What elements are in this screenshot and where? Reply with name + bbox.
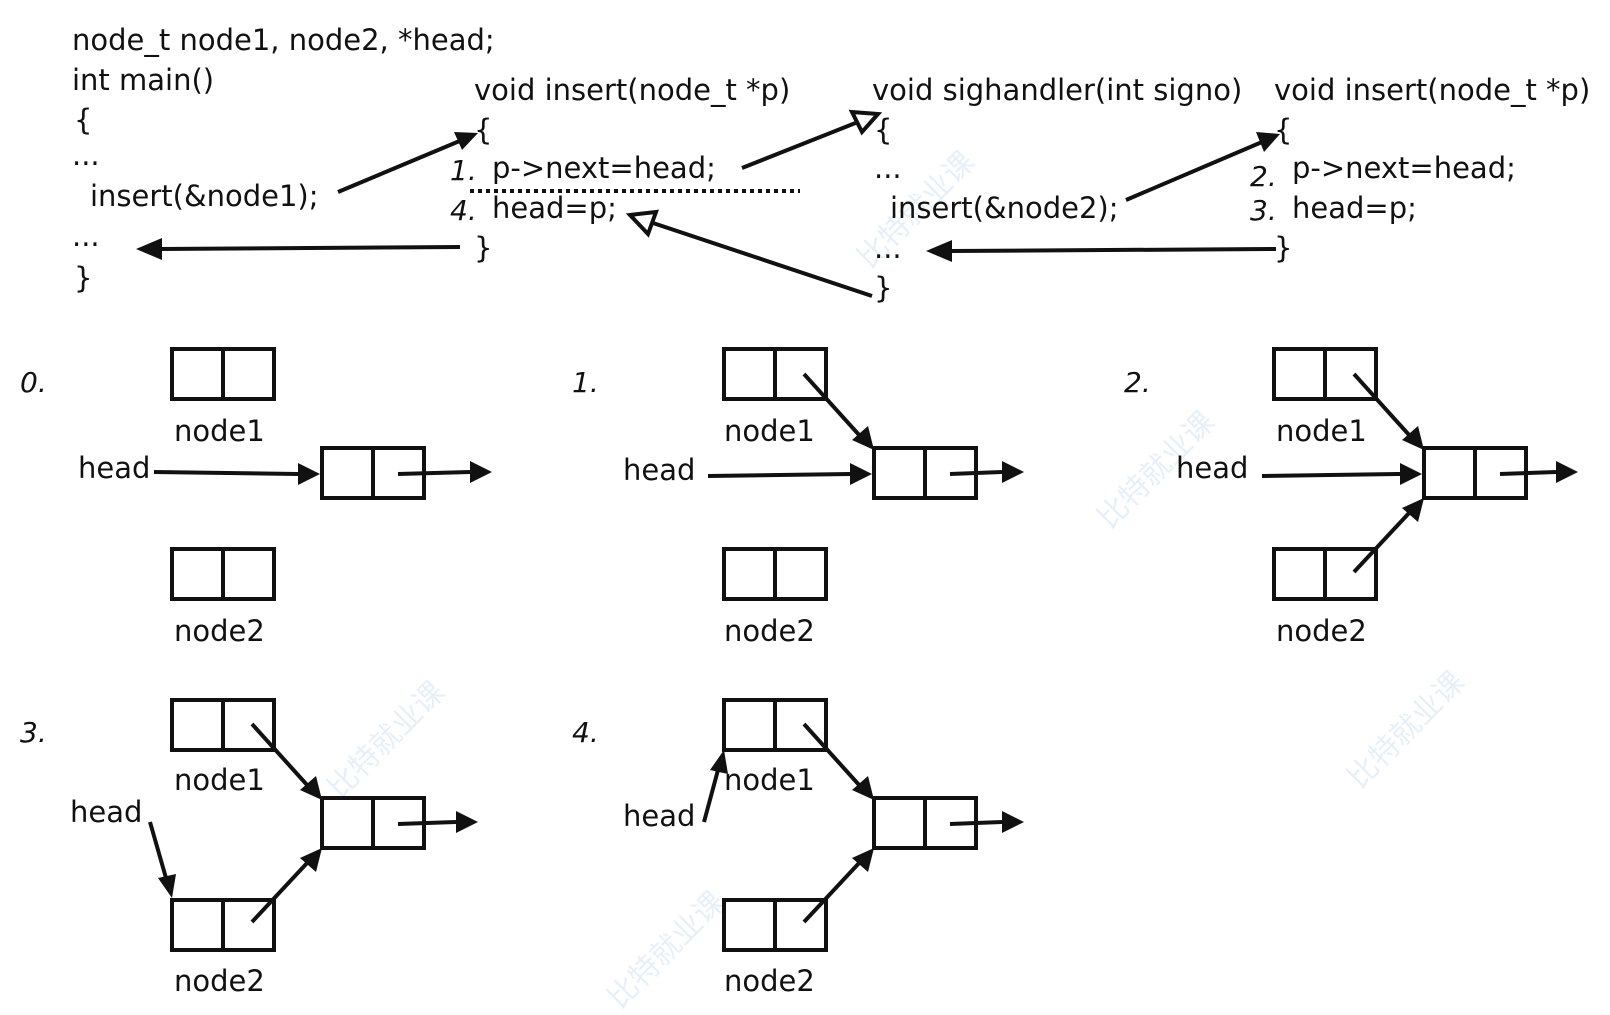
- node1-label: node1: [1276, 414, 1367, 448]
- code-line: p->next=head;: [492, 151, 716, 185]
- code-line: }: [1274, 231, 1292, 265]
- step-label: 1.: [572, 366, 599, 399]
- node2-label: node2: [724, 614, 815, 648]
- node2-label: node2: [724, 964, 815, 998]
- signal-return-arrow: [649, 220, 873, 298]
- code-line: }: [74, 261, 92, 295]
- code-line: {: [474, 113, 492, 147]
- head-label: head: [623, 799, 695, 833]
- arrowhead: [300, 776, 322, 800]
- step-number: 4.: [450, 194, 477, 227]
- arrowhead: [300, 848, 322, 872]
- step-number: 1.: [450, 154, 477, 187]
- code-line: ...: [874, 231, 902, 265]
- arrowhead: [456, 811, 478, 833]
- watermark-layer: 比特就业课 比特就业课 比特就业课 比特就业课 比特就业课: [321, 145, 1472, 1015]
- arrowhead: [454, 132, 478, 150]
- code-line: ...: [72, 219, 100, 253]
- state-step-2: 2. node1 head node2: [1124, 347, 1578, 648]
- arrowhead: [926, 240, 952, 262]
- arrowhead: [850, 463, 872, 485]
- arrowhead: [1402, 498, 1424, 522]
- arrowhead: [1002, 461, 1024, 483]
- code-line: void sighandler(int signo): [872, 73, 1242, 107]
- arrowhead: [852, 426, 874, 450]
- code-line: void insert(node_t *p): [1274, 73, 1590, 107]
- code-line: head=p;: [492, 191, 617, 225]
- code-main: node_t node1, node2, *head; int main() {…: [72, 23, 495, 295]
- node1-label: node1: [724, 763, 815, 797]
- state-step-3: 3. node1 head node2: [20, 698, 478, 998]
- node1-label: node1: [174, 763, 265, 797]
- code-line: insert(&node1);: [90, 179, 319, 213]
- step-label: 2.: [1124, 366, 1151, 399]
- watermark-text: 比特就业课: [1341, 665, 1472, 796]
- return-arrow: [949, 247, 1277, 253]
- node2-label: node2: [174, 964, 265, 998]
- node2-label: node2: [1276, 614, 1367, 648]
- node1-label: node1: [724, 414, 815, 448]
- code-line: void insert(node_t *p): [474, 73, 790, 107]
- node2-label: node2: [174, 614, 265, 648]
- code-sighandler: void sighandler(int signo) { ... insert(…: [872, 73, 1242, 305]
- code-insert-second: void insert(node_t *p) { 2. p->next=head…: [1250, 73, 1590, 265]
- arrowhead: [1400, 463, 1422, 485]
- control-flow-arrows: [136, 109, 1280, 298]
- head-label: head: [623, 453, 695, 487]
- call-arrow: [337, 138, 463, 194]
- step-label: 0.: [20, 366, 47, 399]
- arrowhead: [710, 750, 728, 774]
- arrowhead: [1556, 461, 1578, 483]
- node1-label: node1: [174, 414, 265, 448]
- state-step-0: 0. node1 head node2: [20, 347, 492, 648]
- watermark-text: 比特就业课: [321, 675, 452, 806]
- hollow-arrowhead: [848, 109, 883, 136]
- hollow-arrowhead: [625, 209, 659, 238]
- arrowhead: [852, 848, 874, 872]
- code-line: ...: [72, 138, 100, 172]
- code-line: insert(&node2);: [890, 191, 1119, 225]
- code-line: }: [874, 271, 892, 305]
- head-label: head: [78, 451, 150, 485]
- return-arrow: [159, 245, 461, 251]
- arrowhead: [1002, 811, 1024, 833]
- code-line: ...: [874, 151, 902, 185]
- code-line: }: [474, 231, 492, 265]
- code-insert-first: void insert(node_t *p) { 1. p->next=head…: [450, 73, 790, 265]
- head-label: head: [1176, 451, 1248, 485]
- arrowhead: [852, 776, 874, 800]
- call-arrow: [1125, 140, 1263, 202]
- code-line: {: [74, 103, 92, 137]
- code-line: node_t node1, node2, *head;: [72, 23, 495, 57]
- step-number: 3.: [1250, 194, 1277, 227]
- state-step-4: 4. node1 head node2: [572, 698, 1024, 998]
- step-number: 2.: [1250, 160, 1277, 193]
- arrowhead: [1402, 426, 1424, 450]
- code-line: head=p;: [1292, 191, 1417, 225]
- state-step-1: 1. node1 head node2: [572, 347, 1024, 648]
- arrowhead: [298, 463, 320, 485]
- code-line: {: [1274, 113, 1292, 147]
- code-line: p->next=head;: [1292, 151, 1516, 185]
- signal-arrow: [741, 120, 859, 170]
- head-label: head: [70, 795, 142, 829]
- code-line: {: [874, 113, 892, 147]
- watermark-text: 比特就业课: [601, 885, 732, 1015]
- code-line: int main(): [72, 63, 214, 97]
- arrowhead: [1256, 132, 1280, 152]
- arrowhead: [136, 238, 162, 260]
- step-label: 4.: [572, 716, 599, 749]
- arrowhead: [470, 461, 492, 483]
- step-label: 3.: [20, 716, 47, 749]
- arrowhead: [158, 874, 176, 898]
